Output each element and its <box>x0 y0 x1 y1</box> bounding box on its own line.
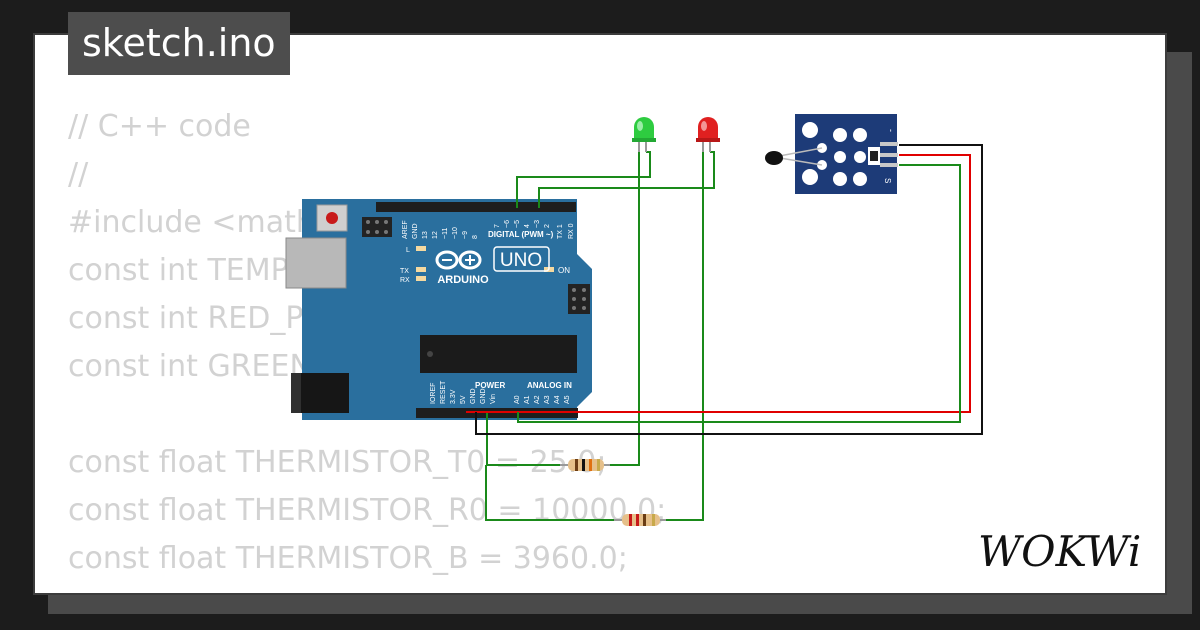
code-line: // <box>68 157 89 192</box>
wire-red-led-signal <box>538 151 715 208</box>
pin-label: 5V <box>460 395 467 404</box>
arduino-logo <box>435 250 482 270</box>
sensor-pin-minus-label: - <box>886 129 896 132</box>
wires[interactable] <box>466 144 983 521</box>
wokwi-logo-text: WOKWi <box>978 527 1141 576</box>
reset-button-cap <box>326 212 338 224</box>
pin-label: ~11 <box>442 228 449 239</box>
pin-label: GND <box>480 388 487 404</box>
red-led[interactable] <box>696 117 720 152</box>
board-model: UNO <box>500 250 542 271</box>
pin-label: RESET <box>440 380 447 404</box>
pin-label: ~9 <box>462 231 469 239</box>
pin-label: IOREF <box>430 383 437 404</box>
resistor-2[interactable] <box>614 514 666 526</box>
sensor-pin-s-label: S <box>883 178 892 183</box>
led-on-label: ON <box>558 266 570 275</box>
wokwi-logo: WOKWi <box>978 527 1141 576</box>
circuit-diagram: UNO ARDUINO DIGITAL (PWM ~) POWER ANALOG… <box>285 114 983 526</box>
analog-header-label: ANALOG IN <box>527 381 572 390</box>
code-line: const float THERMISTOR_T0 = 25.0; <box>68 445 607 480</box>
pin-label: 4 <box>524 224 531 228</box>
wire-green-led-signal <box>516 151 651 208</box>
pin-label: 13 <box>422 231 429 239</box>
pin-label: ~3 <box>534 220 541 228</box>
pin-label: A3 <box>544 395 551 404</box>
usb-connector <box>285 237 347 289</box>
led-rx-label: RX <box>400 277 410 284</box>
pin-label: GND <box>470 388 477 404</box>
pin-label: RX 0 <box>568 223 575 239</box>
wire-sensor-vcc <box>466 154 971 413</box>
led-l-label: L <box>406 247 410 254</box>
digital-header[interactable] <box>376 202 576 212</box>
atmega-chip <box>420 335 577 373</box>
pin-label: 2 <box>544 224 551 228</box>
icsp-header-right <box>568 284 590 314</box>
led-l <box>416 246 426 251</box>
power-header-label: POWER <box>475 381 505 390</box>
pin-label: A4 <box>554 395 561 404</box>
digital-header-label: DIGITAL (PWM ~) <box>488 230 554 239</box>
led-tx <box>416 267 426 272</box>
board-brand: ARDUINO <box>437 274 489 286</box>
pin-label: A0 <box>514 395 521 404</box>
wire-resistor2-gnd <box>485 465 614 521</box>
led-rx <box>416 276 426 281</box>
thermistor-bead <box>765 151 783 165</box>
led-tx-label: TX <box>400 268 409 275</box>
icsp-header-top <box>362 217 392 237</box>
wire-red-led-cathode <box>666 152 704 521</box>
code-line: // C++ code <box>68 109 251 144</box>
wire-sensor-signal <box>517 164 961 423</box>
pin-label: AREF <box>402 220 409 239</box>
resistor-1[interactable] <box>560 459 610 471</box>
pin-label: Vin <box>490 394 497 404</box>
pin-label: TX 1 <box>557 224 564 239</box>
pin-label: A5 <box>564 395 571 404</box>
code-line: const int TEMP_PIN = A0; <box>68 253 447 288</box>
analog-pin-labels: A0 A1 A2 A3 A4 A5 <box>514 395 571 404</box>
pin-label: 3.3V <box>450 389 457 404</box>
pin-label: 7 <box>494 224 501 228</box>
power-pin-labels: IOREF RESET 3.3V 5V GND GND Vin <box>430 380 497 404</box>
top-pin-labels: AREF GND 13 12 ~11 ~10 ~9 8 7 ~6 ~5 4 ~3… <box>402 220 575 239</box>
pin-label: A2 <box>534 395 541 404</box>
green-led[interactable] <box>632 117 656 152</box>
pin-label: ~10 <box>452 227 459 239</box>
wire-green-led-cathode <box>610 152 640 466</box>
pin-label: ~5 <box>514 220 521 228</box>
arduino-uno-board[interactable]: UNO ARDUINO DIGITAL (PWM ~) POWER ANALOG… <box>285 199 592 420</box>
pin-label: ~6 <box>504 220 511 228</box>
pin-label: GND <box>412 223 419 239</box>
code-line: const float THERMISTOR_B = 3960.0; <box>68 541 628 576</box>
preview-card: // C++ code // #include <math.h> const i… <box>33 33 1167 595</box>
pin-label: A1 <box>524 395 531 404</box>
code-line: const float THERMISTOR_R0 = 10000.0; <box>68 493 667 528</box>
ntc-temperature-sensor-module[interactable]: - S <box>765 114 898 194</box>
file-tab-title: sketch.ino <box>68 12 290 75</box>
pin-label: 8 <box>472 235 479 239</box>
pin-label: 12 <box>432 231 439 239</box>
wire-sensor-gnd <box>475 144 983 435</box>
